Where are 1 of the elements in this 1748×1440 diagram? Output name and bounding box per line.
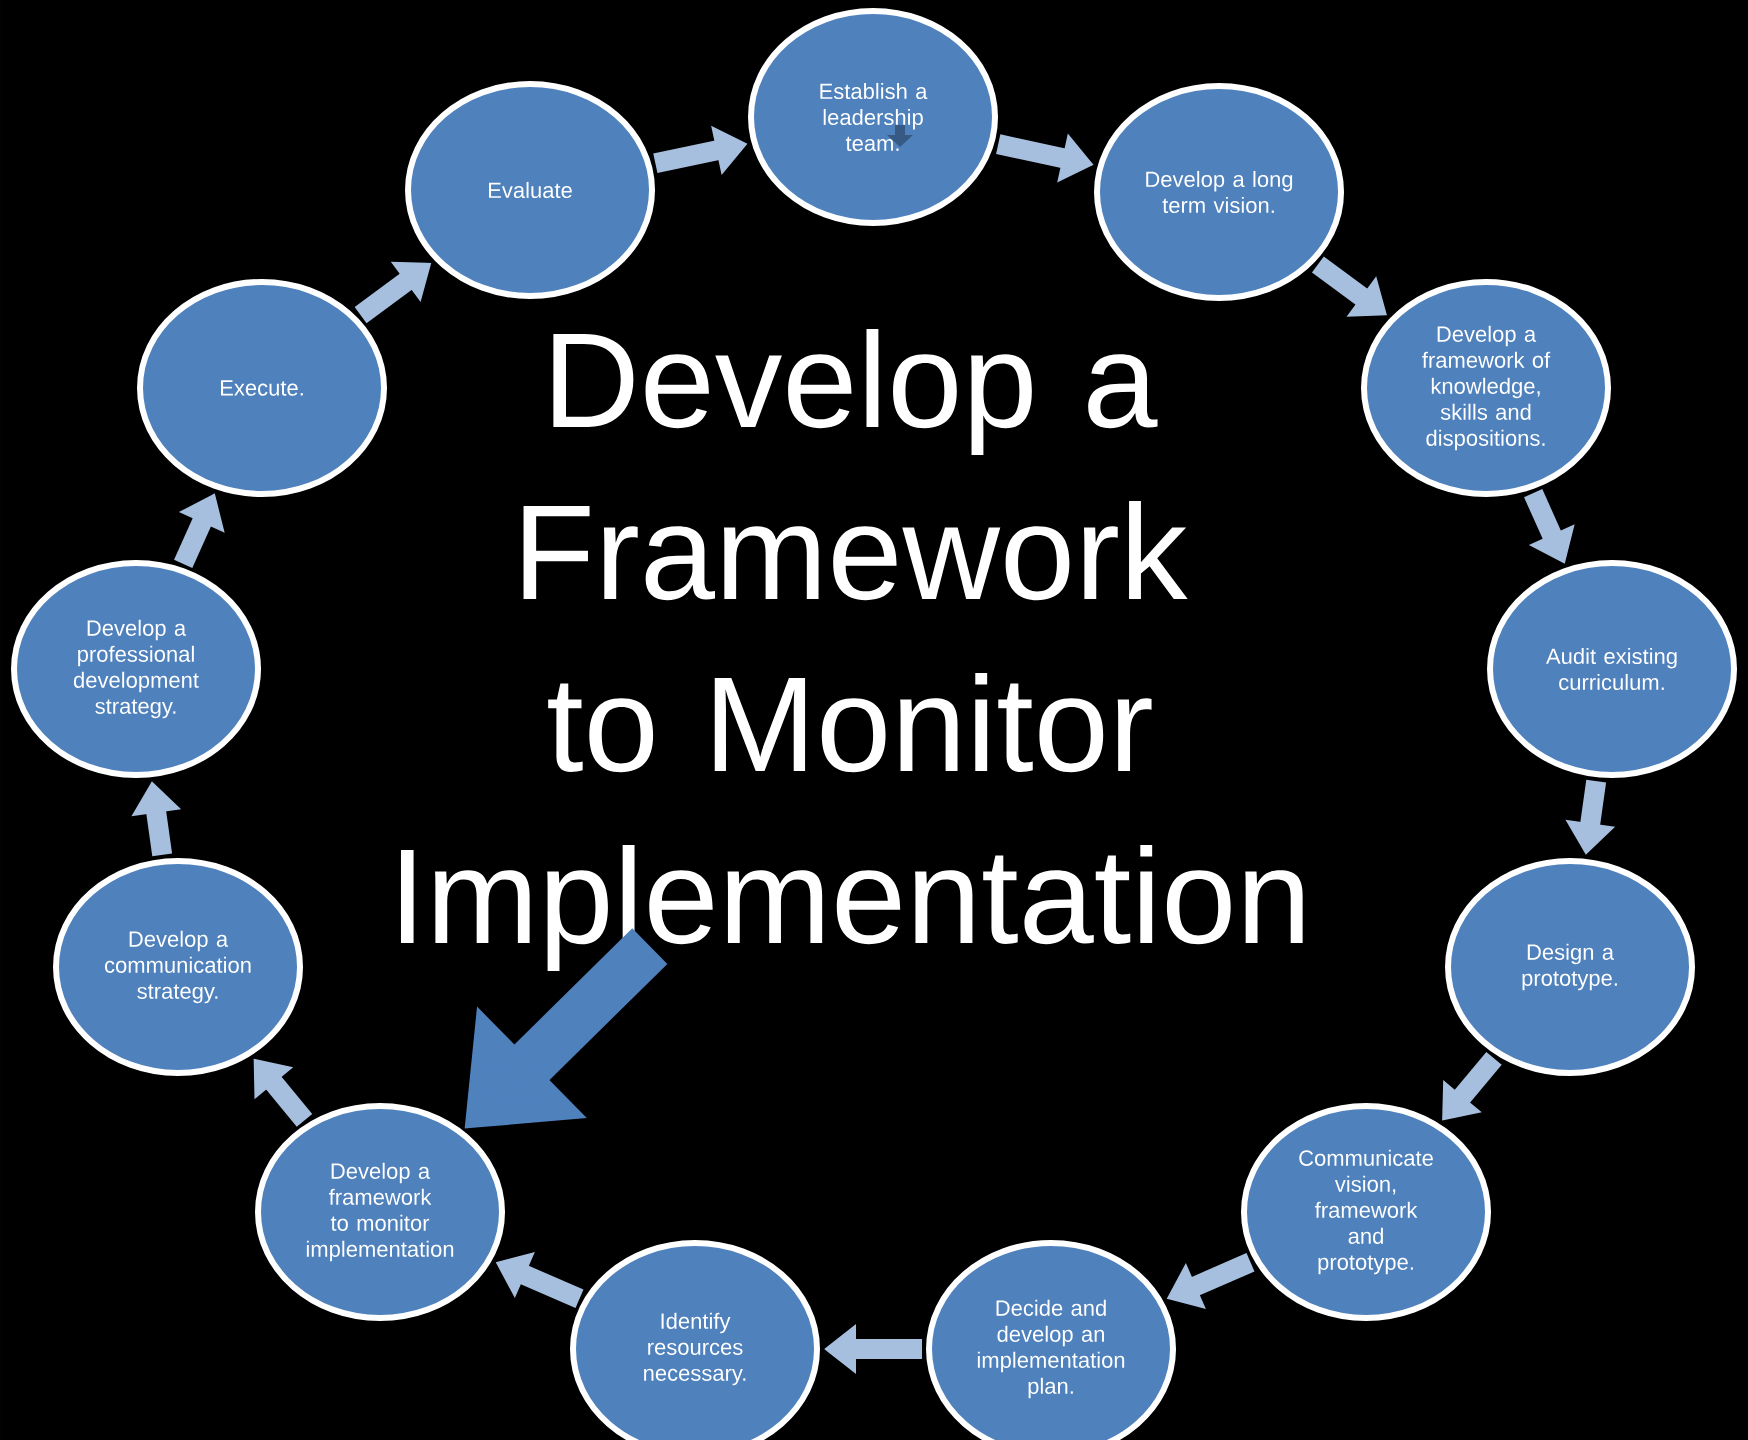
title-text: Develop a Framework to Monitor Implementation — [400, 329, 1303, 971]
